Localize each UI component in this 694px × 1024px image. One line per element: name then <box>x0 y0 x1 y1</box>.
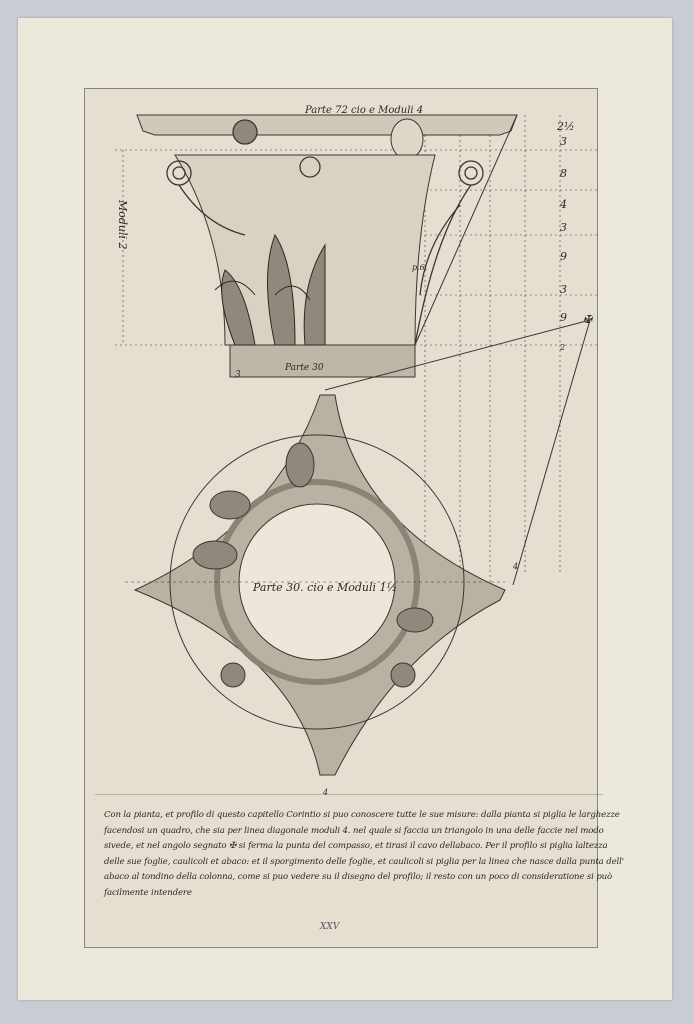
abacus <box>136 114 518 136</box>
plate-number: XXV <box>320 922 340 932</box>
scale-number: 8 <box>560 167 567 180</box>
acanthus-leaves <box>214 233 326 346</box>
caption-line: delle sue foglie, caulicoli et abaco: et… <box>104 856 624 867</box>
scale-numbers: 2½ 3 8 4 3 9 3 9 2 <box>556 120 575 352</box>
measurement-grid <box>115 115 600 595</box>
plan-right-number: 4 <box>512 562 518 571</box>
scale-number: 9 <box>560 311 567 324</box>
leaf-label: p.6. <box>412 263 427 272</box>
scale-number: 3 <box>560 221 567 234</box>
corinthian-capital-engraving: Parte 72 cio e Moduli 4 Moduli 2 p.6. Pa… <box>95 105 603 795</box>
scale-number: 3 <box>560 283 567 296</box>
volutes <box>166 119 484 346</box>
plan-bottom-number: 4 <box>322 788 328 795</box>
plan-label: Parte 30. cio e Moduli 1½ <box>252 581 397 594</box>
scale-number: 3 <box>560 135 567 148</box>
caption-line: abaco al tondino della colonna, come si … <box>104 872 613 882</box>
base-number: 3 <box>235 370 241 380</box>
capital-plan <box>125 394 506 776</box>
caption-line: facilmente intendere <box>104 887 192 898</box>
top-label: Parte 72 cio e Moduli 4 <box>304 105 423 116</box>
scale-number: 9 <box>560 250 567 263</box>
side-label: Moduli 2 <box>116 199 129 250</box>
scale-number: 2½ <box>556 120 575 133</box>
base-label: Parte 30 <box>284 363 324 373</box>
caption-line: facendosi un quadro, che sia per linea d… <box>104 825 604 836</box>
scale-number: 4 <box>559 198 567 211</box>
caption-text: Con la pianta, et profilo di questo capi… <box>104 808 624 901</box>
scale-number: 2 <box>559 343 565 352</box>
cross-mark: ✠ <box>583 313 594 326</box>
caption-line: sivede, et nel angolo segnato ✠ si ferma… <box>104 841 608 851</box>
caption-line: Con la pianta, et profilo di questo capi… <box>104 810 620 820</box>
